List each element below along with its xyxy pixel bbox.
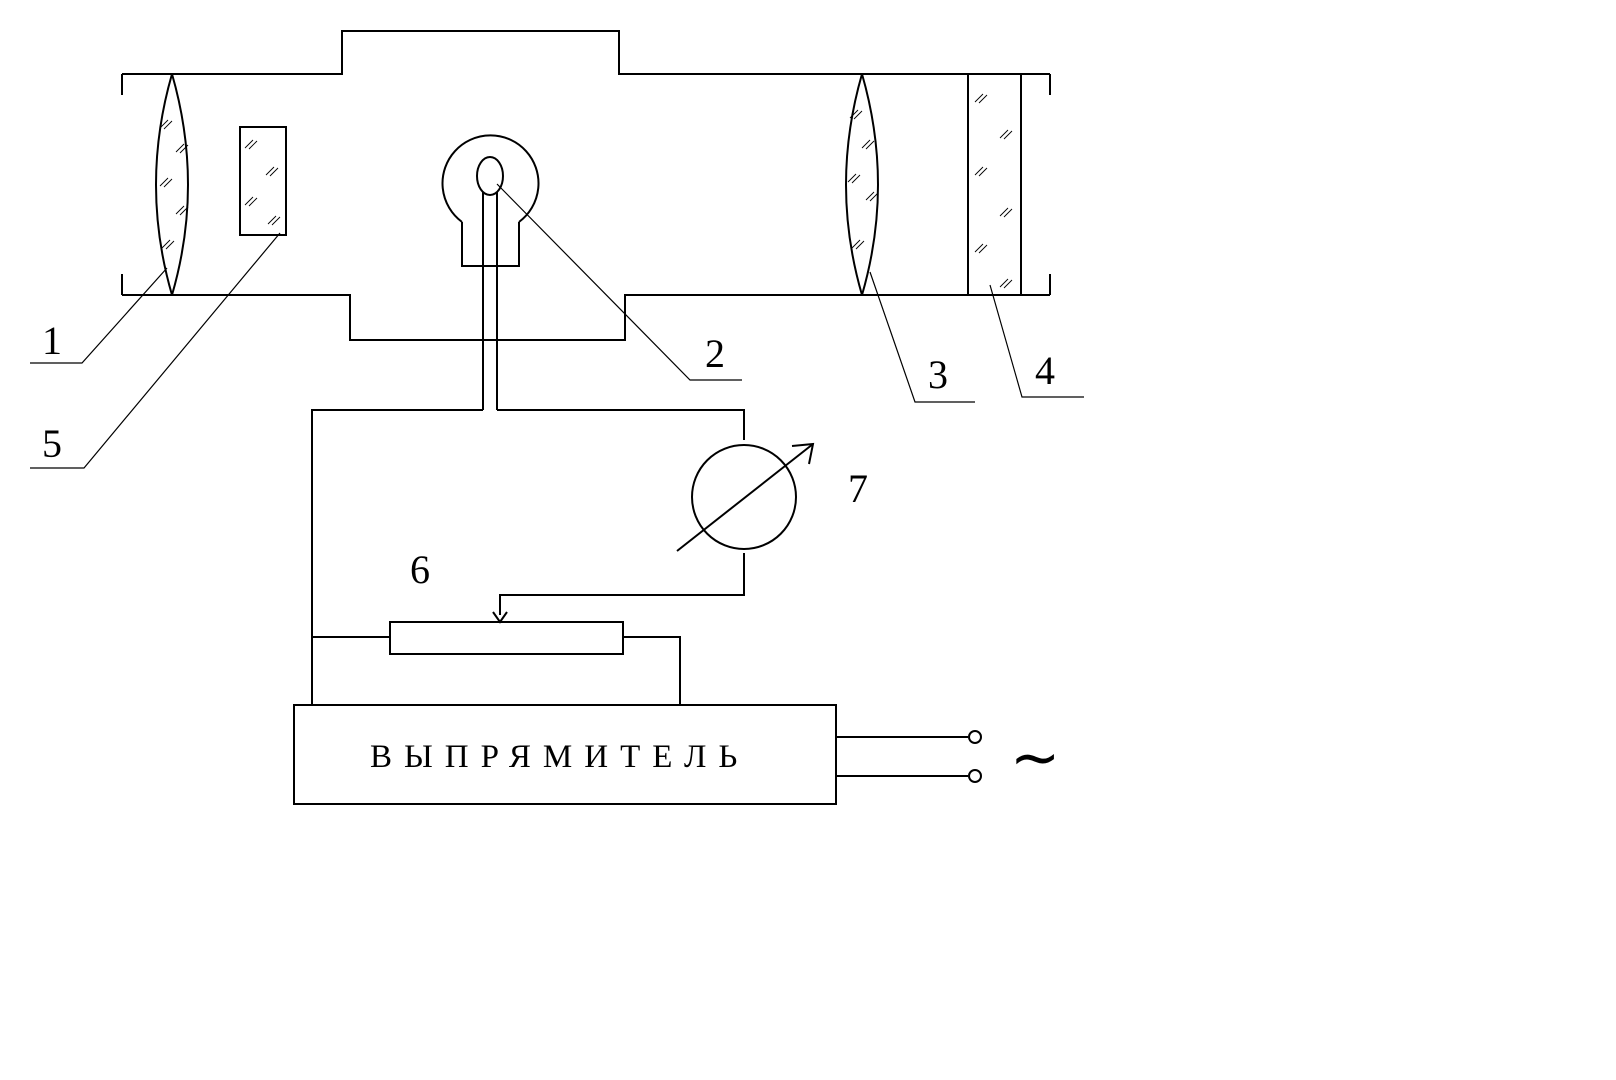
filter-plate xyxy=(239,126,287,236)
label-7: 7 xyxy=(848,466,868,511)
ac-symbol: ~ xyxy=(1010,723,1060,793)
leader-lines xyxy=(30,183,1084,469)
ac-terminals xyxy=(836,730,982,783)
circuit-wires xyxy=(311,409,745,705)
lens-left xyxy=(155,73,189,296)
rectifier-box xyxy=(293,704,837,805)
label-3: 3 xyxy=(928,352,948,397)
lamp xyxy=(441,134,540,410)
label-6: 6 xyxy=(410,547,430,592)
label-4: 4 xyxy=(1035,348,1055,393)
label-5: 5 xyxy=(42,421,62,466)
rheostat xyxy=(389,611,624,655)
optical-housing xyxy=(121,30,1051,341)
label-2: 2 xyxy=(705,331,725,376)
glass-plate xyxy=(967,74,1022,295)
label-1: 1 xyxy=(42,318,62,363)
lens-right xyxy=(845,73,879,296)
rectifier-label: ВЫПРЯМИТЕЛЬ xyxy=(370,739,749,775)
ammeter xyxy=(676,442,815,552)
